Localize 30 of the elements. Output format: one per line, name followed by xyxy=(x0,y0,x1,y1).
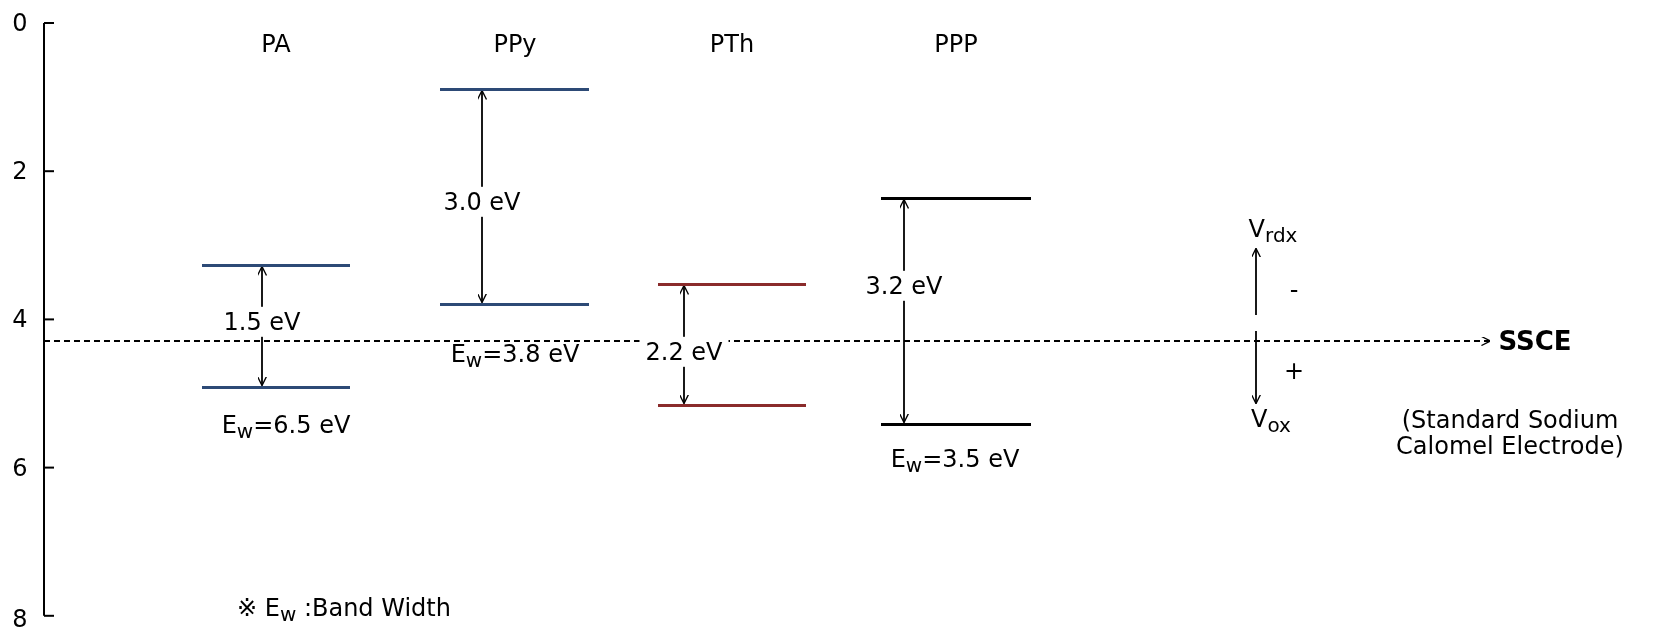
energy-level-bar xyxy=(658,403,806,407)
band-width-label: E$_{w}$=3.8 eV xyxy=(450,340,580,372)
electrode-name: (Standard Sodium Calomel Electrode) xyxy=(1395,406,1625,460)
tick-label: 6 xyxy=(12,454,28,481)
energy-level-bar xyxy=(202,385,350,389)
tick-label: 4 xyxy=(12,306,28,333)
arrow xyxy=(43,335,1492,347)
energy-level-bar xyxy=(881,196,1031,200)
reference-label: SSCE xyxy=(1498,326,1572,356)
potential-label: V$_{rdx}$ xyxy=(1248,215,1298,247)
energy-level-bar xyxy=(440,87,589,91)
band-width-label: E$_{w}$=6.5 eV xyxy=(221,411,351,443)
sign-label: + xyxy=(1283,357,1305,385)
energy-level-bar xyxy=(202,263,350,267)
band-width-label: E$_{w}$=3.5 eV xyxy=(890,445,1020,477)
footnote: ※ E$_{w}$ :Band Width xyxy=(237,594,451,626)
column-label: PPy xyxy=(493,30,537,58)
column-label: PA xyxy=(261,30,291,58)
energy-level-bar xyxy=(658,282,806,286)
energy-level-bar xyxy=(440,302,589,306)
tick-label: 8 xyxy=(12,605,28,632)
potential-label: V$_{ox}$ xyxy=(1251,405,1291,437)
energy-level-bar xyxy=(881,422,1031,426)
arrow xyxy=(1250,330,1262,405)
column-label: PTh xyxy=(709,30,755,58)
sign-label: - xyxy=(1289,276,1299,304)
column-label: PPP xyxy=(934,30,978,58)
tick-label: 0 xyxy=(12,9,28,37)
tick-label: 2 xyxy=(12,158,28,185)
arrow xyxy=(1250,247,1262,316)
